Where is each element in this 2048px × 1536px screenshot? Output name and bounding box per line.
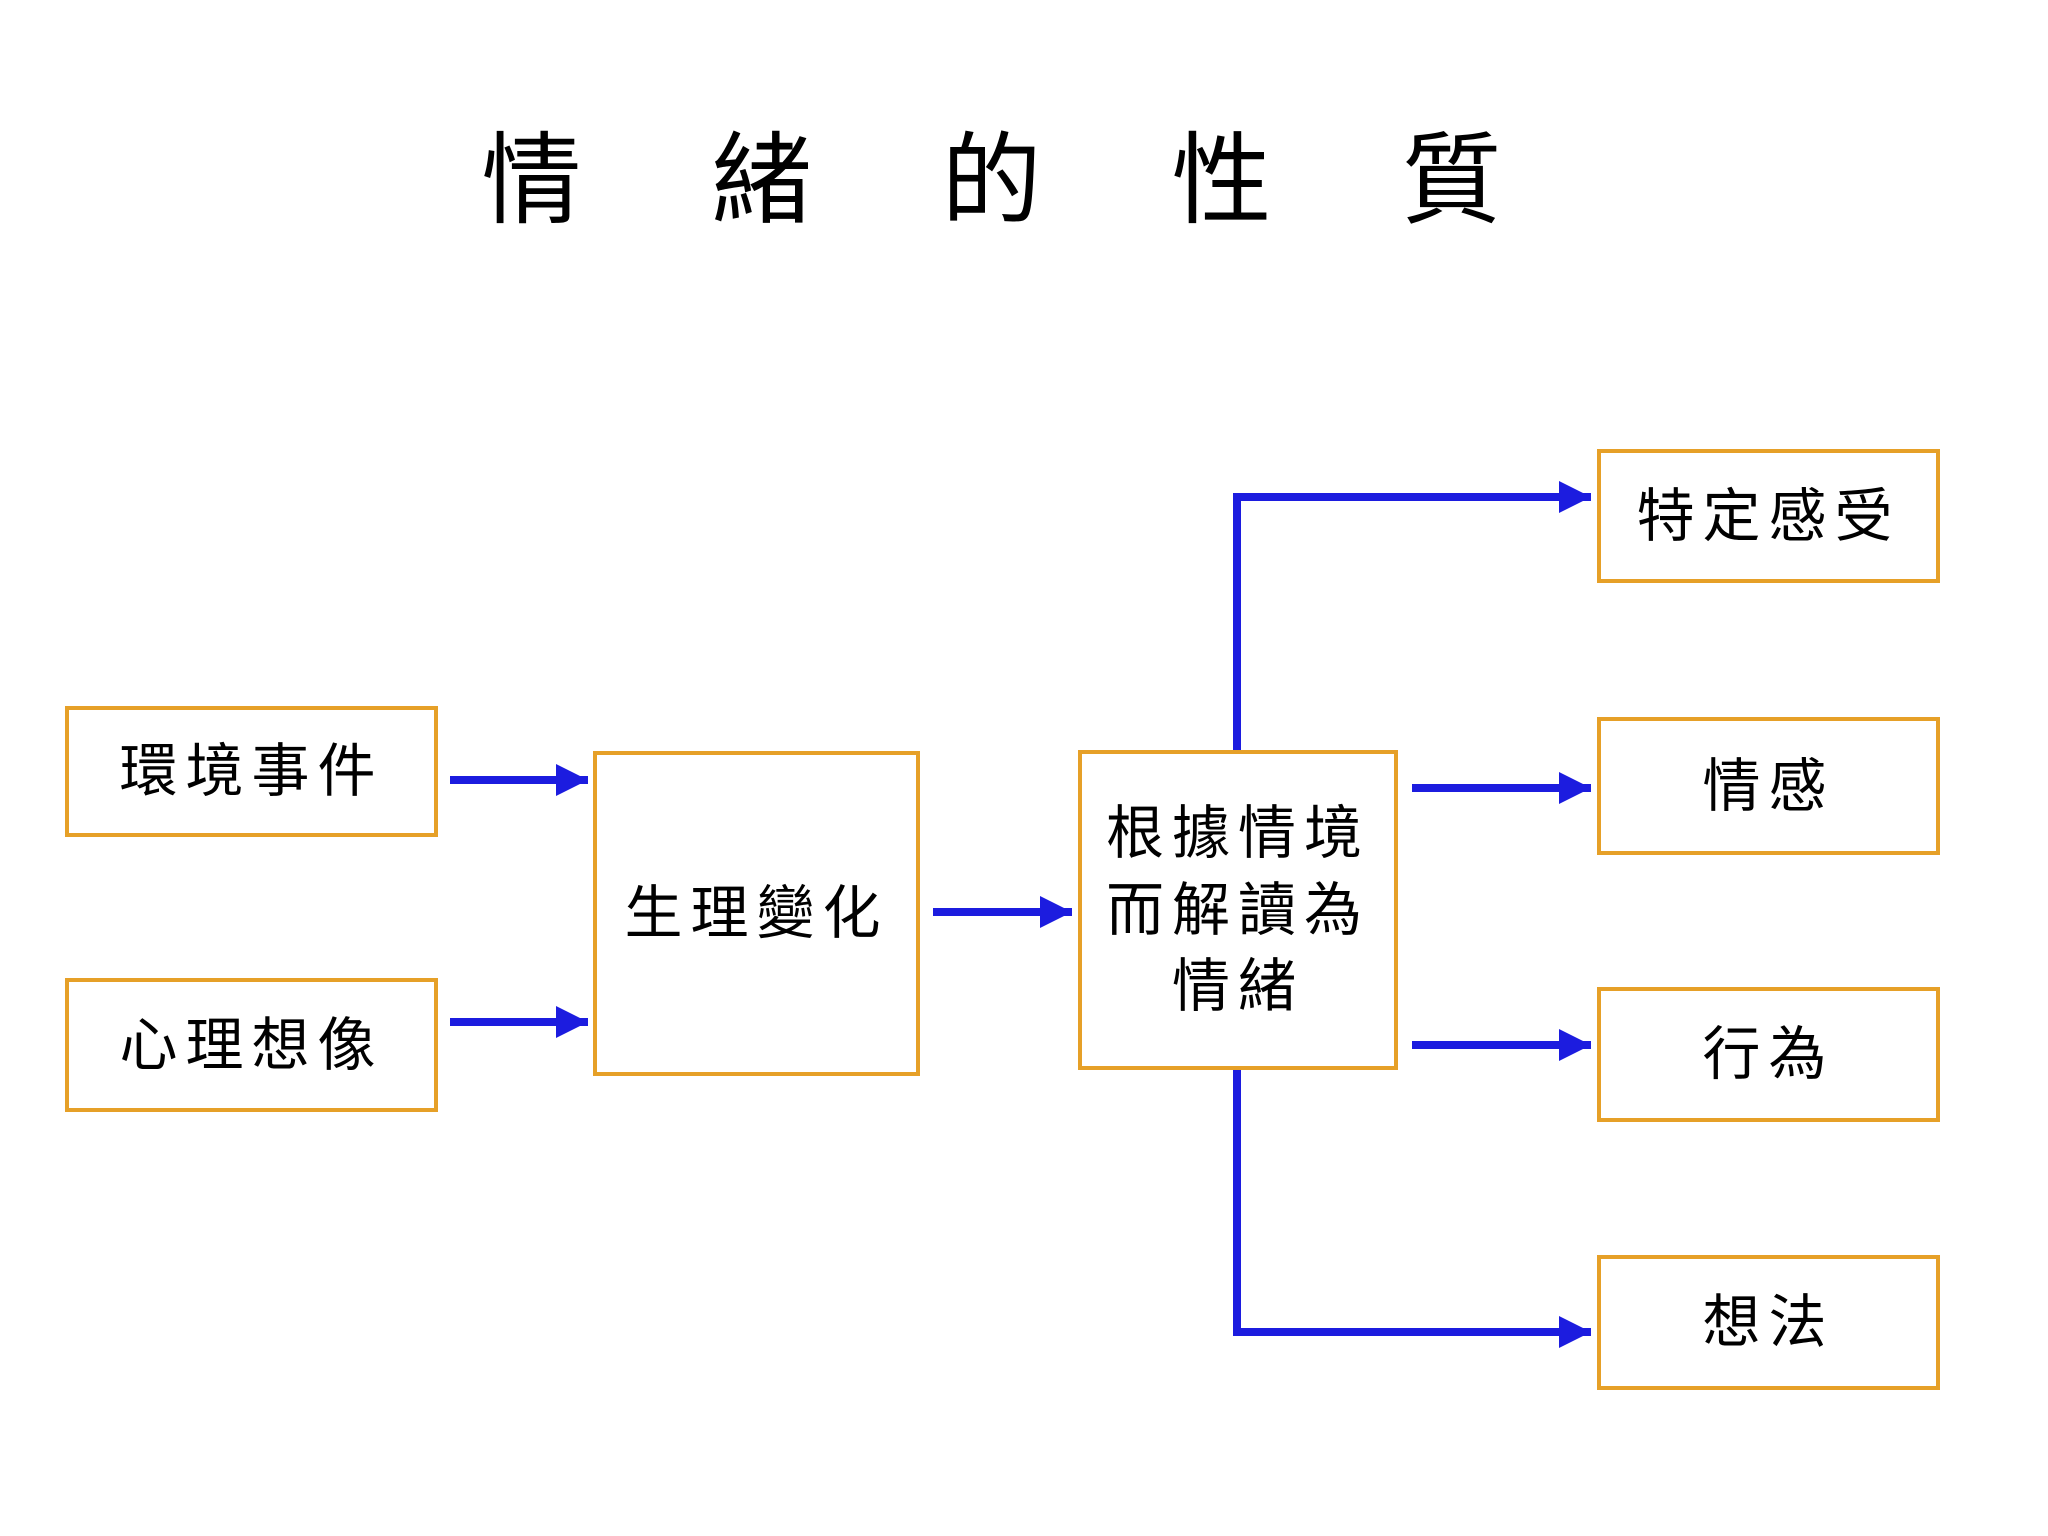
node-environmental-events-label: 環境事件 [119, 737, 384, 806]
node-affect: 情感 [1597, 717, 1940, 855]
node-behavior: 行為 [1597, 987, 1940, 1122]
arrow-context-interpretation-to-specific-feelings [1233, 481, 1591, 750]
node-thoughts-label: 想法 [1702, 1288, 1835, 1357]
node-environmental-events: 環境事件 [65, 706, 438, 837]
node-physiological-change-label: 生理變化 [624, 879, 889, 948]
node-mental-imagery: 心理想像 [65, 978, 438, 1112]
page-title: 情緒的性質 [481, 122, 1632, 239]
node-specific-feelings: 特定感受 [1597, 449, 1940, 583]
arrow-context-interpretation-to-thoughts [1233, 1070, 1591, 1348]
node-affect-label: 情感 [1702, 751, 1835, 820]
node-mental-imagery-label: 心理想像 [119, 1010, 384, 1079]
node-context-interpretation: 根據情境而解讀為情緒 [1078, 750, 1398, 1070]
node-behavior-label: 行為 [1702, 1020, 1835, 1089]
node-context-interpretation-label: 根據情境而解讀為情緒 [1105, 799, 1370, 1021]
node-specific-feelings-label: 特定感受 [1636, 481, 1901, 550]
node-physiological-change: 生理變化 [593, 751, 920, 1076]
node-thoughts: 想法 [1597, 1255, 1940, 1390]
